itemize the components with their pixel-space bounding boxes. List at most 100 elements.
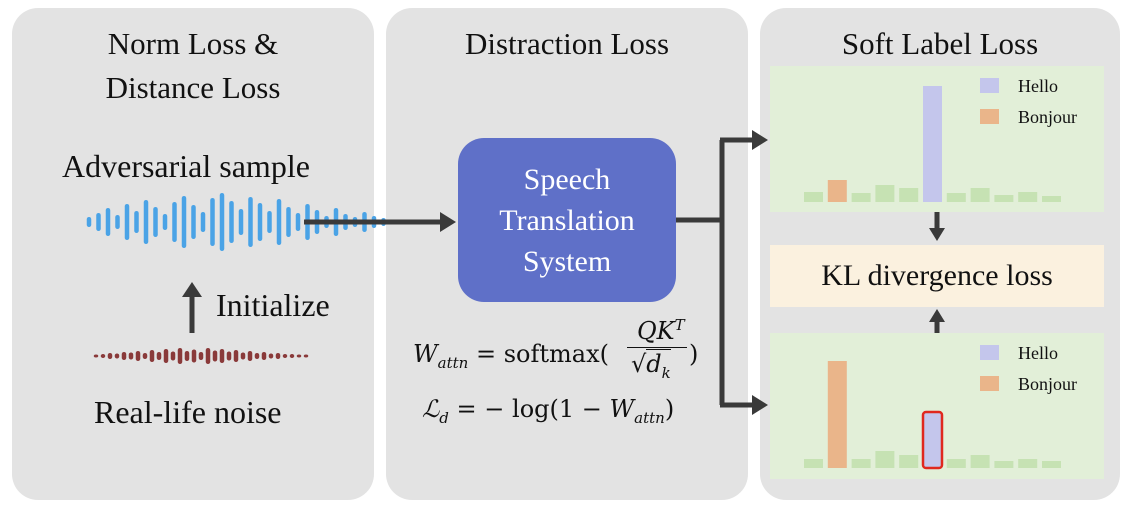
panel-norm-distance-loss: Norm Loss & Distance Loss bbox=[12, 8, 374, 500]
legend-hello-swatch bbox=[980, 78, 999, 93]
chart-bar-other bbox=[899, 455, 919, 468]
waveform-bar bbox=[212, 350, 218, 362]
chart-bar-other bbox=[1042, 196, 1061, 202]
waveform-bar bbox=[142, 353, 148, 359]
chart-bar-other bbox=[970, 455, 990, 468]
system-line1: Speech bbox=[523, 162, 611, 196]
waveform-bar bbox=[170, 351, 176, 361]
legend-bonjour-swatch bbox=[980, 376, 999, 391]
real-life-noise-label: Real-life noise bbox=[94, 394, 282, 430]
waveform-bar bbox=[248, 197, 253, 247]
chart-bar-other bbox=[1018, 192, 1038, 202]
chart-bar-bonjour bbox=[827, 361, 847, 468]
waveform-to-system-arrow bbox=[304, 212, 456, 232]
chart-bar-other bbox=[804, 459, 823, 468]
waveform-bar bbox=[93, 354, 99, 358]
waveform-bar bbox=[100, 354, 106, 358]
initialize-label: Initialize bbox=[216, 287, 330, 323]
waveform-bar bbox=[261, 352, 267, 360]
waveform-bar bbox=[296, 354, 302, 358]
system-line2: Translation bbox=[499, 203, 635, 237]
chart-bar-other bbox=[946, 193, 966, 202]
soft-label-chart-bottom bbox=[804, 361, 1061, 470]
chart-bar-other bbox=[994, 195, 1014, 202]
waveform-bar bbox=[153, 207, 158, 237]
panel-title: Distraction Loss bbox=[464, 26, 670, 61]
waveform-bar bbox=[289, 354, 295, 358]
waveform-bar bbox=[238, 209, 244, 235]
initialize-arrow bbox=[182, 282, 202, 333]
waveform-bar bbox=[200, 212, 206, 232]
waveform-bar bbox=[267, 211, 272, 233]
waveform-bar bbox=[135, 351, 141, 361]
waveform-bar bbox=[219, 349, 225, 363]
waveform-bar bbox=[191, 205, 196, 239]
legend-hello-label: Hello bbox=[1018, 343, 1058, 363]
waveform-bar bbox=[275, 353, 281, 359]
system-to-charts-arrow bbox=[676, 130, 768, 415]
waveform-bar bbox=[86, 217, 92, 227]
waveform-bar bbox=[254, 353, 260, 359]
waveform-bar bbox=[303, 354, 309, 358]
legend-bonjour-swatch bbox=[980, 109, 999, 124]
chart-bar-other bbox=[1018, 459, 1038, 468]
legend-bottom: Hello Bonjour bbox=[980, 343, 1077, 394]
chart-bar-other bbox=[851, 193, 871, 202]
noise-waveform bbox=[93, 348, 309, 364]
waveform-bar bbox=[247, 351, 253, 361]
waveform-bar bbox=[105, 208, 111, 236]
top-chart-to-kl-arrow bbox=[929, 212, 945, 241]
panel-title-line1: Norm Loss & bbox=[107, 26, 279, 61]
waveform-bar bbox=[268, 353, 274, 359]
waveform-bar bbox=[233, 350, 239, 362]
waveform-bar bbox=[226, 351, 232, 361]
waveform-bar bbox=[286, 207, 291, 237]
legend-hello-label: Hello bbox=[1018, 76, 1058, 96]
waveform-bar bbox=[184, 351, 190, 361]
chart-bar-other bbox=[994, 461, 1014, 468]
waveform-bar bbox=[162, 214, 168, 230]
adversarial-sample-label: Adversarial sample bbox=[62, 148, 310, 184]
waveform-bar bbox=[257, 203, 263, 241]
legend-top: Hello Bonjour bbox=[980, 76, 1077, 127]
waveform-bar bbox=[114, 353, 120, 359]
waveform-bar bbox=[219, 193, 225, 251]
waveform-bar bbox=[163, 349, 169, 363]
chart-bar-other bbox=[875, 185, 895, 202]
kl-divergence-loss-label: KL divergence loss bbox=[821, 259, 1053, 292]
waveform-bar bbox=[276, 199, 282, 245]
waveform-bar bbox=[198, 352, 204, 360]
panel-title: Soft Label Loss bbox=[841, 26, 1039, 61]
waveform-bar bbox=[143, 200, 149, 244]
waveform-bar bbox=[172, 202, 177, 242]
chart-bar-other bbox=[851, 459, 871, 468]
waveform-bar bbox=[191, 349, 197, 363]
waveform-bar bbox=[115, 215, 120, 229]
chart-bar-hello bbox=[921, 410, 944, 470]
legend-bonjour-label: Bonjour bbox=[1018, 107, 1077, 127]
legend-hello-swatch bbox=[980, 345, 999, 360]
waveform-bar bbox=[121, 352, 127, 360]
waveform-bar bbox=[205, 348, 211, 364]
chart-bar-other bbox=[899, 188, 919, 202]
waveform-bar bbox=[149, 350, 155, 362]
soft-label-chart-top bbox=[804, 86, 1061, 202]
chart-bar-other bbox=[875, 451, 895, 468]
chart-bar-hello bbox=[923, 86, 942, 202]
panel-title-line2: Distance Loss bbox=[105, 70, 281, 105]
kl-divergence-loss-box: KL divergence loss bbox=[770, 245, 1104, 307]
waveform-bar bbox=[240, 352, 246, 360]
distraction-loss-formula: ℒd = − log(1 − Wattn) bbox=[422, 395, 675, 427]
speech-translation-system-box: Speech Translation System bbox=[458, 138, 676, 302]
waveform-bar bbox=[128, 352, 134, 360]
waveform-bar bbox=[229, 201, 234, 243]
waveform-bar bbox=[124, 204, 130, 240]
legend-bonjour-label: Bonjour bbox=[1018, 374, 1077, 394]
waveform-bar bbox=[177, 348, 183, 364]
panel-distraction-loss: Distraction Loss bbox=[386, 8, 748, 500]
waveform-bar bbox=[134, 211, 139, 233]
waveform-bar bbox=[210, 198, 215, 246]
waveform-bar bbox=[295, 213, 301, 231]
waveform-bar bbox=[107, 353, 113, 359]
